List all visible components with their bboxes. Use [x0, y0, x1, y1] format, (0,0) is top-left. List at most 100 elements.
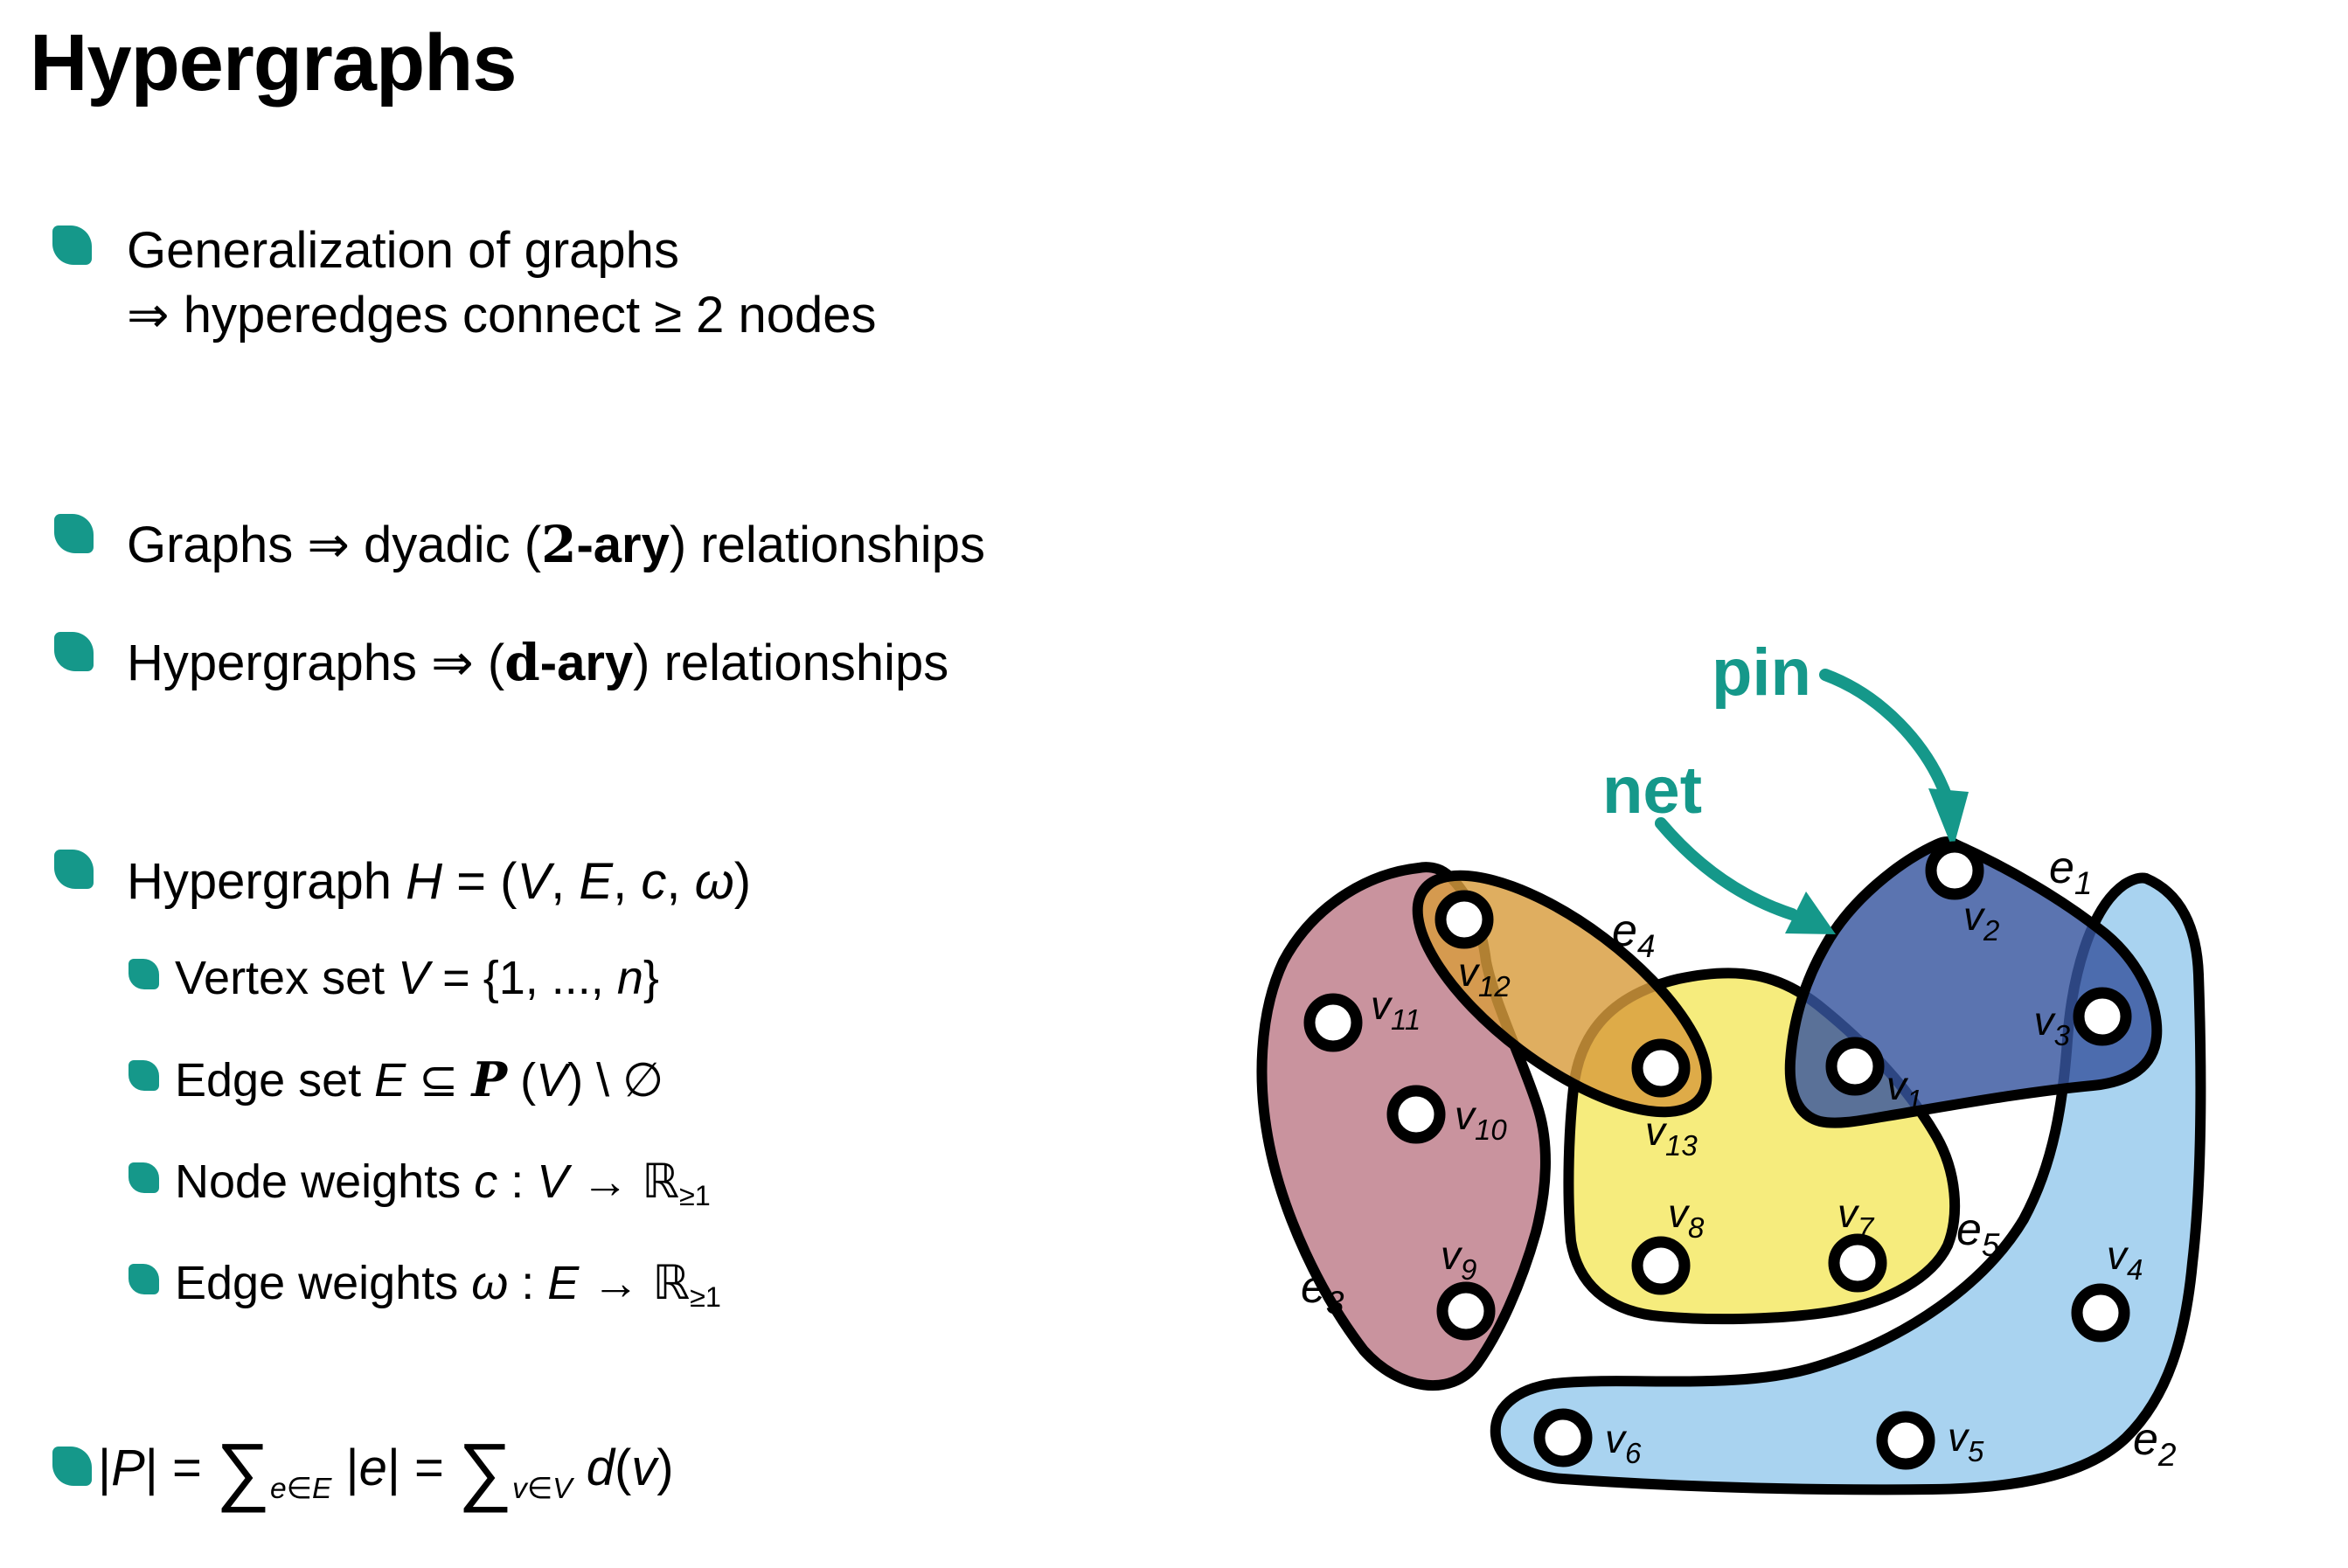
node-v4: [2071, 1283, 2130, 1343]
text-segment: ω: [694, 853, 734, 910]
slide-title: Hypergraphs: [30, 18, 517, 108]
text-segment: Graphs ⇒ dyadic (: [127, 517, 542, 573]
bullet-text-hypergraphs-dary: Hypergraphs ⇒ (d-ary) relationships: [127, 630, 948, 696]
node-v8: [1631, 1236, 1691, 1295]
text-segment: V: [398, 952, 430, 1004]
text-segment: (: [507, 1054, 537, 1107]
text-segment: ) \ ∅: [567, 1054, 664, 1107]
text-segment: V: [536, 1054, 568, 1107]
node-v9: [1436, 1281, 1496, 1341]
node-label-v2: v2: [1963, 893, 1999, 947]
node-label-v6: v6: [1605, 1416, 1642, 1469]
sub-bullet-edge-weights: Edge weights ω : E → ℝ≥1: [175, 1254, 721, 1326]
edge-label-e4: e4: [1612, 905, 1656, 964]
text-segment: }: [643, 952, 659, 1004]
pin-label: pin: [1712, 635, 1811, 710]
node-v11: [1303, 993, 1363, 1052]
text-segment: :: [508, 1257, 548, 1309]
text-segment: E: [547, 1257, 580, 1309]
text-segment: (: [614, 1440, 632, 1496]
text-segment: V: [537, 1155, 569, 1208]
text-segment: v: [631, 1440, 657, 1496]
sub-bullet-vertex-set: Vertex set V = {1, ..., n}: [175, 949, 659, 1007]
text-segment: :: [497, 1155, 538, 1208]
node-label-v12: v12: [1458, 949, 1511, 1003]
node-v10: [1386, 1085, 1446, 1144]
node-label-v1: v1: [1886, 1063, 1922, 1116]
net-arrowhead: [1785, 892, 1836, 934]
text-segment: = (: [442, 853, 518, 910]
text-segment: P: [111, 1440, 145, 1496]
sub-bullet-icon: [129, 959, 159, 989]
hyperedge-e1-blob: [1784, 836, 2163, 1128]
text-segment: -ary: [576, 517, 670, 573]
net-label: net: [1602, 753, 1702, 828]
text-segment: Edge set: [175, 1054, 375, 1107]
text-segment: E: [579, 853, 614, 910]
text-segment: | =: [144, 1440, 216, 1496]
text-segment: E: [374, 1054, 406, 1107]
node-label-v3: v3: [2034, 998, 2071, 1051]
bullet-text-generalization: Generalization of graphs ⇒ hyperedges co…: [127, 219, 877, 348]
node-label-v9: v9: [1441, 1232, 1476, 1286]
text-segment: ): [656, 1440, 674, 1496]
bullet-icon: [52, 225, 92, 265]
text-segment: e∈E: [269, 1473, 332, 1506]
bullet-icon: [54, 850, 94, 889]
node-label-v10: v10: [1455, 1093, 1507, 1146]
node-v1: [1825, 1037, 1885, 1096]
hyperedge-e2-blob: [1490, 872, 2206, 1495]
text-segment: ) relationships: [669, 517, 985, 573]
node-v3: [2073, 987, 2132, 1046]
bullet-icon: [52, 1447, 92, 1486]
text-segment: ,: [551, 853, 580, 910]
bullet-icon: [54, 514, 94, 553]
text-segment: ∑: [215, 1428, 270, 1514]
text-segment: → ℝ: [568, 1155, 680, 1208]
sub-bullet-icon: [129, 1162, 159, 1193]
node-v2: [1925, 841, 1984, 900]
text-segment: Edge weights: [175, 1257, 472, 1309]
text-segment: 2: [541, 515, 577, 574]
text-segment: v∈V: [512, 1473, 573, 1506]
node-v12: [1435, 890, 1494, 949]
text-segment: ,: [666, 853, 695, 910]
node-v13: [1631, 1038, 1691, 1098]
text-segment: ⇒ hyperedges connect ≥ 2 nodes: [127, 287, 877, 343]
node-label-v8: v8: [1668, 1190, 1705, 1244]
text-segment: ∑: [458, 1428, 513, 1514]
text-segment: -ary: [539, 635, 634, 691]
text-segment: ) relationships: [633, 635, 949, 691]
edge-label-e5: e5: [1956, 1204, 2000, 1263]
text-segment: ω: [471, 1257, 509, 1309]
sub-bullet-icon: [129, 1060, 159, 1091]
bullet-text-hypergraph-def: Hypergraph H = (V, E, c, ω): [127, 850, 751, 914]
text-segment: P: [471, 1051, 508, 1107]
text-segment: c: [641, 853, 667, 910]
text-segment: c: [474, 1155, 498, 1208]
net-arrow: [1655, 817, 1798, 920]
sub-bullet-icon: [129, 1264, 159, 1294]
text-segment: Generalization of graphs: [127, 222, 679, 279]
text-segment: Node weights: [175, 1155, 475, 1208]
text-segment: n: [616, 952, 643, 1004]
text-segment: d: [586, 1440, 615, 1496]
node-v6: [1533, 1408, 1593, 1467]
pin-arrowhead: [1928, 788, 1969, 850]
text-segment: |: [331, 1440, 359, 1496]
text-segment: |: [98, 1440, 112, 1496]
node-label-v13: v13: [1645, 1108, 1698, 1162]
text-segment: ≥1: [690, 1281, 721, 1314]
text-segment: Vertex set: [175, 952, 399, 1004]
text-segment: Hypergraph: [127, 853, 406, 910]
bullet-text-graphs-dyadic: Graphs ⇒ dyadic (2-ary) relationships: [127, 512, 985, 578]
pin-arrow: [1819, 669, 1954, 806]
text-segment: Hypergraphs ⇒ (: [127, 635, 505, 691]
sub-bullet-edge-set: Edge set E ⊆ P (V) \ ∅: [175, 1051, 663, 1109]
text-segment: → ℝ: [579, 1257, 691, 1309]
text-segment: e: [358, 1440, 387, 1496]
node-label-v5: v5: [1948, 1414, 1984, 1467]
text-segment: ≥1: [679, 1180, 711, 1212]
node-label-v4: v4: [2107, 1232, 2143, 1286]
